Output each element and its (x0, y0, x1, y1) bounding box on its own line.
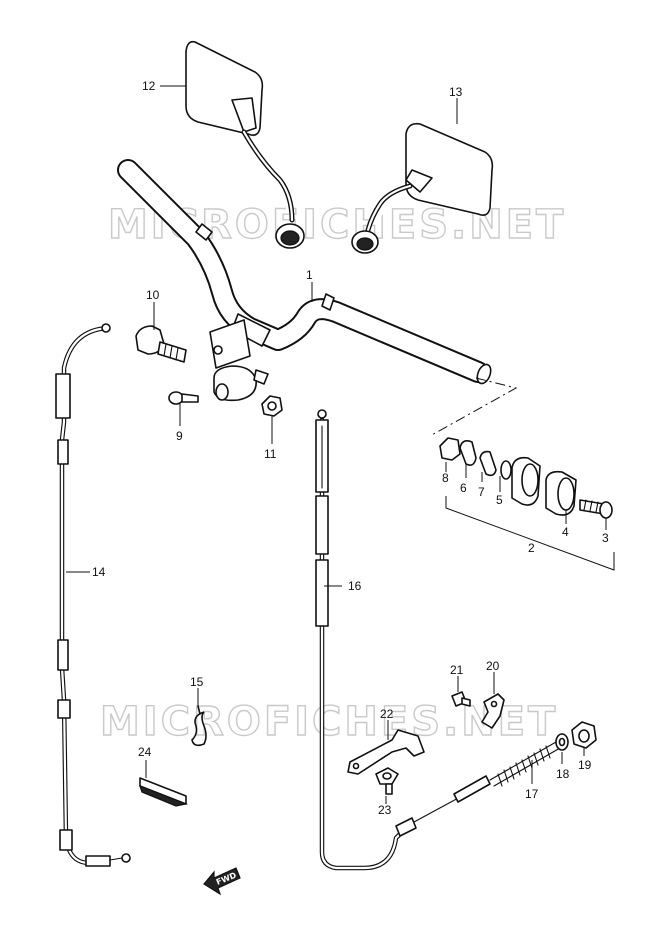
callout-9: 9 (176, 429, 183, 443)
callout-6: 6 (460, 481, 467, 495)
bracket-20 (481, 693, 505, 729)
clip-15 (191, 705, 207, 747)
bolt-23 (375, 767, 399, 795)
left-mirror (185, 40, 305, 249)
callout-16: 16 (348, 579, 362, 593)
callout-5: 5 (496, 493, 503, 507)
callout-19: 19 (578, 758, 592, 772)
balancer-assembly (439, 437, 613, 519)
leader-lines (66, 85, 615, 804)
callout-10: 10 (146, 288, 160, 302)
nut-11 (261, 395, 283, 417)
fwd-arrow: FWD (203, 867, 241, 896)
washer-18 (555, 733, 569, 751)
callout-13: 13 (449, 85, 463, 99)
watermark-bottom: MICROFICHES.NET (100, 699, 558, 745)
throttle-cable-14 (55, 323, 131, 867)
bracket-22 (347, 729, 425, 775)
pad-24 (139, 777, 189, 807)
callout-17: 17 (525, 787, 539, 801)
holder-bolt-10 (135, 325, 187, 363)
callout-3: 3 (602, 531, 609, 545)
callout-2: 2 (528, 541, 535, 555)
callout-18: 18 (556, 767, 570, 781)
callout-22: 22 (380, 707, 394, 721)
callout-12: 12 (142, 79, 156, 93)
adjuster-17 (453, 741, 561, 803)
callout-4: 4 (562, 525, 569, 539)
callout-1: 1 (306, 268, 313, 282)
cable-16 (315, 409, 463, 871)
bolt-21 (451, 691, 471, 707)
balancer-axis (429, 377, 518, 437)
handlebar-holder (209, 319, 269, 402)
callout-labels: 1 2 3 4 5 6 7 8 9 10 11 12 13 14 15 16 1… (92, 79, 609, 817)
callout-23: 23 (378, 803, 392, 817)
callout-24: 24 (138, 745, 152, 759)
callout-8: 8 (442, 471, 449, 485)
callout-7: 7 (478, 485, 485, 499)
nut-19 (571, 721, 597, 749)
bolt-9 (168, 391, 199, 405)
callout-15: 15 (190, 675, 204, 689)
callout-21: 21 (450, 663, 464, 677)
callout-20: 20 (486, 659, 500, 673)
callout-14: 14 (92, 565, 106, 579)
right-mirror (351, 122, 494, 254)
callout-11: 11 (264, 447, 277, 461)
